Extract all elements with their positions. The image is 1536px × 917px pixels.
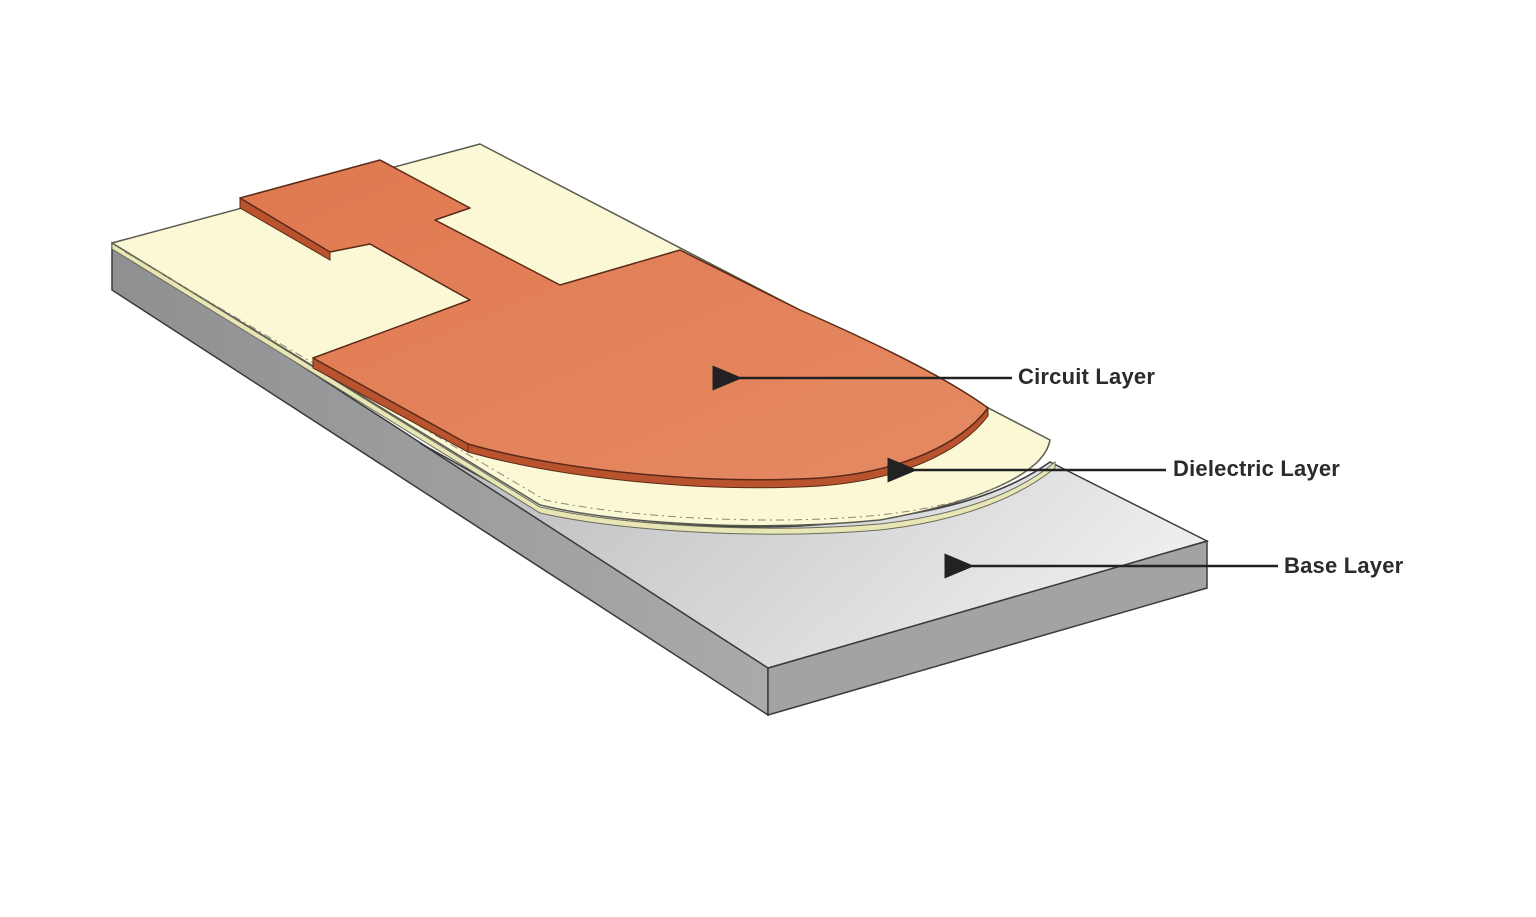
dielectric-edge — [111, 242, 1056, 535]
circuit-layer — [239, 159, 989, 489]
base-layer-label: Base Layer — [1284, 553, 1404, 578]
circuit-layer-label: Circuit Layer — [1018, 364, 1156, 389]
callout-arrows — [712, 365, 1278, 579]
dielectric-layer-label: Dielectric Layer — [1173, 456, 1341, 481]
